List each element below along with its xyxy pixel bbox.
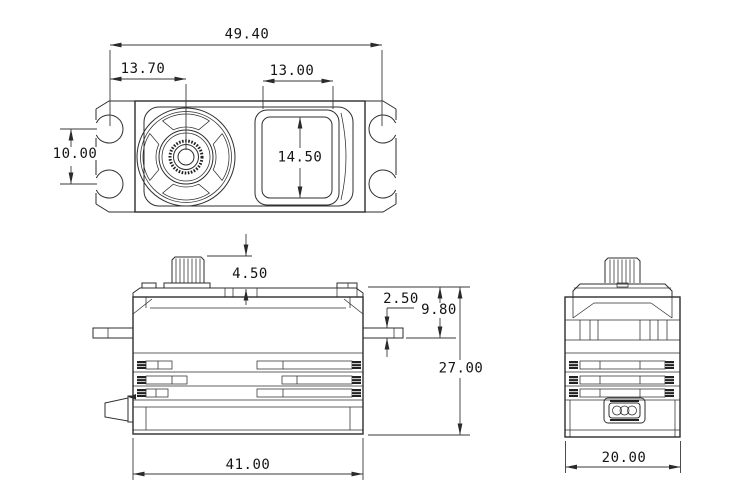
dim-top-to-tab-label: 9.80 (421, 302, 457, 318)
connector-socket (603, 397, 646, 424)
dim-case-length-label: 41.00 (226, 457, 271, 473)
dim-case-width-label: 20.00 (602, 450, 647, 466)
dim-spline-height-label: 4.50 (232, 266, 268, 282)
dim-hole-pitch-label: 10.00 (53, 146, 98, 162)
heatsink-fins-end (568, 360, 675, 398)
dimensions-front-view: 4.50 2.50 9.80 27.00 41.00 (132, 234, 484, 480)
dim-body-height-label: 27.00 (439, 361, 484, 377)
front-view (92, 256, 404, 435)
dim-shaft-offset-label: 13.70 (121, 61, 166, 77)
dimensions-side-view: 20.00 (565, 441, 681, 473)
dim-tab-thickness-label: 2.50 (383, 291, 419, 307)
dim-boss-width-label: 13.00 (270, 63, 315, 79)
heatsink-fins-right (256, 360, 362, 398)
top-view (95, 100, 397, 213)
side-view (564, 257, 681, 438)
dim-boss-depth-label: 14.50 (278, 150, 323, 166)
dimensions-top-view: 49.40 13.70 13.00 10.00 14.50 (52, 27, 383, 198)
heatsink-fins-left (136, 360, 188, 398)
dim-overall-width-label: 49.40 (225, 27, 270, 43)
wire-connector (104, 394, 136, 423)
